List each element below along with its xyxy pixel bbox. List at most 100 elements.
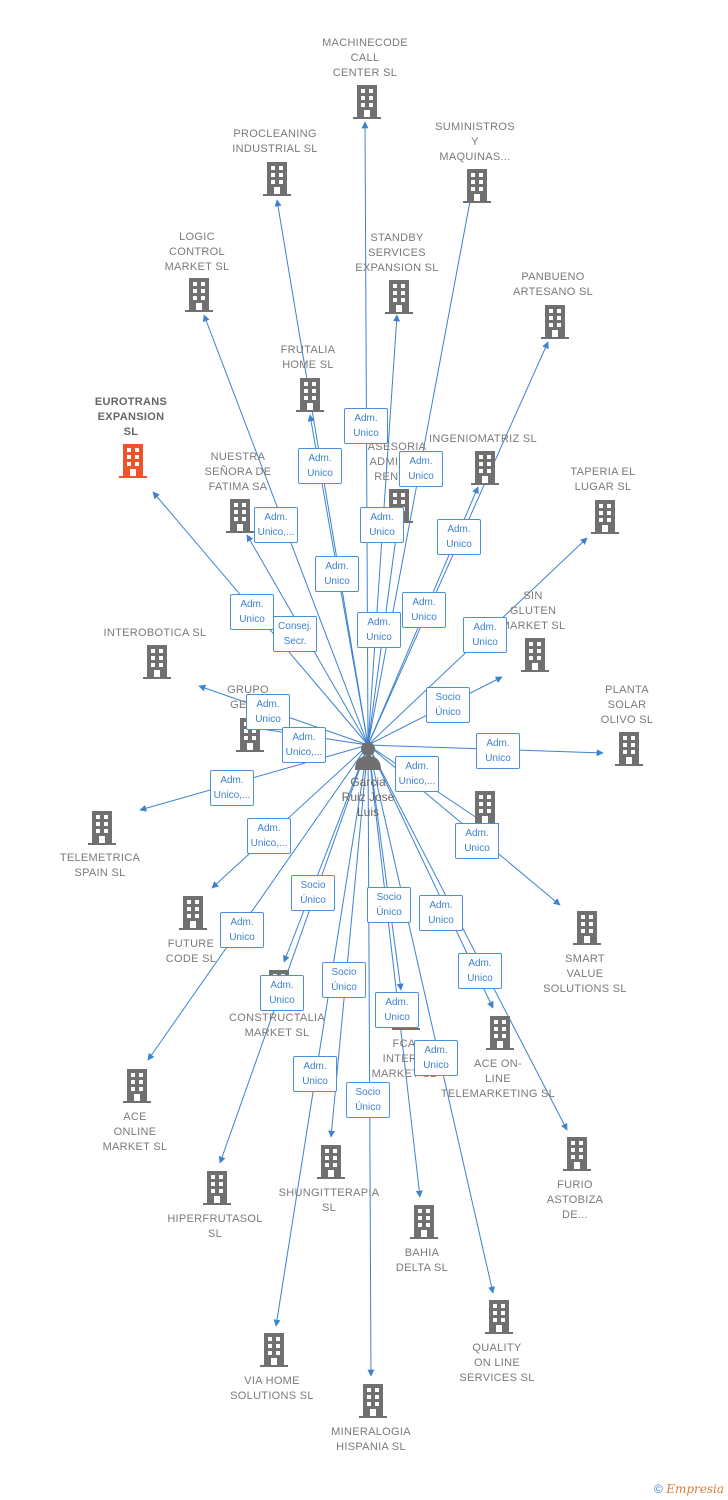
edge-label-viahome[interactable]: Adm. Unico: [293, 1056, 337, 1092]
company-label: PANBUENO ARTESANO SL: [512, 271, 594, 298]
company-node-taperia[interactable]: TAPERIA EL LUGAR SL: [538, 465, 668, 495]
copyright-symbol: ©: [654, 1482, 663, 1496]
building-icon[interactable]: [119, 444, 147, 478]
company-node-constructalia[interactable]: CONSTRUCTALIA MARKET SL: [212, 1011, 342, 1041]
edge-label-mobile[interactable]: Adm. Unico,...: [395, 756, 439, 792]
building-icon[interactable]: [615, 732, 643, 766]
company-node-frutalia[interactable]: FRUTALIA HOME SL: [243, 343, 373, 373]
edge-label-smart[interactable]: Adm. Unico: [455, 823, 499, 859]
edge-label-furio[interactable]: Adm. Unico: [458, 953, 502, 989]
edge-label-fca[interactable]: Socio Único: [367, 887, 411, 923]
edge-label-aceonline[interactable]: Adm. Unico: [220, 912, 264, 948]
edge-label-procleaning[interactable]: Adm. Unico: [315, 556, 359, 592]
edge-aceonline: [147, 744, 369, 1061]
company-node-machinecode[interactable]: MACHINECODE CALL CENTER SL: [300, 36, 430, 81]
edge-label-shungi[interactable]: Socio Único: [322, 962, 366, 998]
edge-label-future[interactable]: Adm. Unico,...: [247, 818, 291, 854]
company-label: QUALITY ON LINE SERVICES SL: [459, 1342, 535, 1384]
company-node-eurotrans[interactable]: EUROTRANS EXPANSION SL: [66, 395, 196, 440]
company-label: MACHINECODE CALL CENTER SL: [322, 37, 408, 79]
footer-brand[interactable]: © Empresia: [654, 1482, 724, 1496]
edge-label-eurotrans[interactable]: Consej. Secr.: [273, 616, 317, 652]
company-node-procleaning[interactable]: PROCLEANING INDUSTRIAL SL: [210, 127, 340, 157]
company-node-mineralogia[interactable]: MINERALOGIA HISPANIA SL: [306, 1425, 436, 1455]
company-node-standby[interactable]: STANDBY SERVICES EXPANSION SL: [332, 231, 462, 276]
edge-shungi: [328, 744, 369, 1138]
company-node-hiperfrutasol[interactable]: HIPERFRUTASOL SL: [150, 1212, 280, 1242]
company-node-bahia[interactable]: BAHIA DELTA SL: [357, 1246, 487, 1276]
company-node-viahome[interactable]: VIA HOME SOLUTIONS SL: [207, 1374, 337, 1404]
company-node-shungi[interactable]: SHUNGITTERAPIA SL: [264, 1186, 394, 1216]
company-label: NUESTRA SEÑORA DE FATIMA SA: [204, 451, 272, 493]
company-node-panbueno[interactable]: PANBUENO ARTESANO SL: [488, 270, 618, 300]
building-icon[interactable]: [541, 305, 569, 339]
edge-label-machinecode[interactable]: Adm. Unico: [344, 408, 388, 444]
company-label: LOGIC CONTROL MARKET SL: [164, 231, 230, 273]
building-icon[interactable]: [88, 811, 116, 845]
company-node-telemetrica[interactable]: TELEMETRICA SPAIN SL: [35, 851, 165, 881]
company-label: SHUNGITTERAPIA SL: [278, 1187, 380, 1214]
edge-label-standby[interactable]: Adm. Unico: [357, 612, 401, 648]
edge-label-mineralogia[interactable]: Socio Único: [346, 1082, 390, 1118]
edge-label-bahia[interactable]: Adm. Unico: [375, 992, 419, 1028]
edge-label-taperia[interactable]: Adm. Unico: [463, 617, 507, 653]
building-icon[interactable]: [317, 1145, 345, 1179]
edge-label-hiperfrutasol[interactable]: Adm. Unico: [260, 975, 304, 1011]
edge-label-telemetrica[interactable]: Adm. Unico,...: [210, 770, 254, 806]
building-icon[interactable]: [123, 1069, 151, 1103]
edge-label-interobotica[interactable]: Adm. Unico: [246, 694, 290, 730]
building-icon[interactable]: [471, 451, 499, 485]
building-icon[interactable]: [385, 280, 413, 314]
building-icon[interactable]: [591, 500, 619, 534]
edge-label-nuestra[interactable]: Adm. Unico,...: [254, 507, 298, 543]
building-icon[interactable]: [260, 1333, 288, 1367]
company-node-quality[interactable]: QUALITY ON LINE SERVICES SL: [432, 1341, 562, 1386]
edge-label-grupo[interactable]: Adm. Unico,...: [282, 727, 326, 763]
company-node-smart[interactable]: SMART VALUE SOLUTIONS SL: [520, 952, 650, 997]
person-node[interactable]: Garcia Ruiz Jose Luis: [335, 740, 401, 820]
building-icon[interactable]: [203, 1171, 231, 1205]
company-node-singluten[interactable]: SIN GLUTEN MARKET SL: [468, 589, 598, 634]
company-node-interobotica[interactable]: INTEROBOTICA SL: [90, 626, 220, 641]
edge-label-planta[interactable]: Adm. Unico: [476, 733, 520, 769]
edge-label-asesoria[interactable]: Adm. Unico: [360, 507, 404, 543]
building-icon[interactable]: [179, 896, 207, 930]
edge-label-logic[interactable]: Adm. Unico: [230, 594, 274, 630]
building-icon[interactable]: [359, 1384, 387, 1418]
edge-label-frutalia[interactable]: Adm. Unico: [298, 448, 342, 484]
building-icon[interactable]: [185, 278, 213, 312]
edge-label-suministros[interactable]: Adm. Unico: [399, 451, 443, 487]
building-icon[interactable]: [296, 378, 324, 412]
building-icon[interactable]: [410, 1205, 438, 1239]
company-node-future[interactable]: FUTURE CODE SL: [126, 937, 256, 967]
edge-bahia: [367, 744, 423, 1198]
building-icon[interactable]: [143, 645, 171, 679]
edge-label-constructalia[interactable]: Socio Único: [291, 875, 335, 911]
company-node-suministros[interactable]: SUMINISTROS Y MAQUINAS...: [410, 120, 540, 165]
company-node-planta[interactable]: PLANTA SOLAR OLIVO SL: [562, 683, 692, 728]
building-icon[interactable]: [353, 85, 381, 119]
company-node-furio[interactable]: FURIO ASTOBIZA DE...: [510, 1178, 640, 1223]
building-icon[interactable]: [263, 162, 291, 196]
building-icon[interactable]: [463, 169, 491, 203]
company-node-aceonline[interactable]: ACE ONLINE MARKET SL: [70, 1110, 200, 1155]
company-node-logic[interactable]: LOGIC CONTROL MARKET SL: [132, 230, 262, 275]
company-node-aceonline2[interactable]: ACE ON- LINE TELEMARKETING SL: [433, 1057, 563, 1102]
edge-quality: [367, 744, 496, 1294]
building-icon[interactable]: [573, 911, 601, 945]
building-icon[interactable]: [226, 499, 254, 533]
building-icon[interactable]: [485, 1300, 513, 1334]
company-node-nuestra[interactable]: NUESTRA SEÑORA DE FATIMA SA: [173, 450, 303, 495]
building-icon[interactable]: [471, 791, 499, 825]
building-icon[interactable]: [563, 1137, 591, 1171]
company-label: ACE ONLINE MARKET SL: [102, 1111, 168, 1153]
edge-label-panbueno[interactable]: Adm. Unico: [402, 592, 446, 628]
edge-label-singluten[interactable]: Socio Único: [426, 687, 470, 723]
edge-label-ingeniomatriz[interactable]: Adm. Unico: [437, 519, 481, 555]
company-label: HIPERFRUTASOL SL: [167, 1213, 263, 1240]
edge-label-aceonline2[interactable]: Adm. Unico: [419, 895, 463, 931]
company-node-ingeniomatriz[interactable]: INGENIOMATRIZ SL: [418, 432, 548, 447]
building-icon[interactable]: [486, 1016, 514, 1050]
building-icon[interactable]: [521, 638, 549, 672]
edge-label-quality[interactable]: Adm. Unico: [414, 1040, 458, 1076]
